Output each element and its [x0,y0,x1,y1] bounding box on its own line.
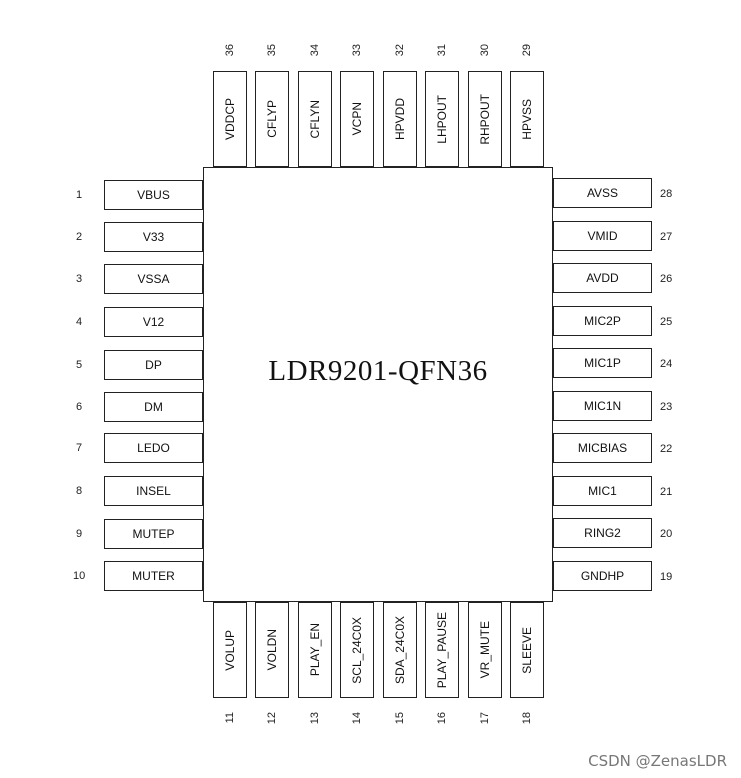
pin-number: 36 [224,44,236,57]
pin-top-29: HPVSS [510,71,544,167]
chip-title: LDR9201-QFN36 [268,355,488,387]
pin-bottom-12: VOLDN [255,602,289,698]
pin-right-27: VMID [553,221,652,251]
pin-left-10: MUTER [104,561,203,591]
pin-number: 31 [436,44,448,57]
pin-number: 13 [309,712,321,725]
pin-bottom-17: VR_MUTE [468,602,502,698]
pin-right-26: AVDD [553,263,652,293]
pin-number: 3 [76,273,83,285]
pin-top-30: RHPOUT [468,71,502,167]
chip-body [203,167,553,602]
pin-right-25: MIC2P [553,306,652,336]
pin-number: 19 [660,571,673,583]
pin-number: 22 [660,443,673,455]
pin-top-36: VDDCP [213,71,247,167]
pin-right-23: MIC1N [553,391,652,421]
pin-number: 35 [266,44,278,57]
pin-number: 7 [76,442,83,454]
pin-number: 4 [76,316,83,328]
pin-number: 1 [76,189,83,201]
pin-right-22: MICBIAS [553,433,652,463]
pin-right-19: GNDHP [553,561,652,591]
pin-number: 26 [660,273,673,285]
pin-right-24: MIC1P [553,348,652,378]
pin-number: 5 [76,359,83,371]
pin-number: 34 [309,44,321,57]
pin-number: 12 [266,712,278,725]
pin-number: 17 [479,712,491,725]
pin-top-32: HPVDD [383,71,417,167]
pin-left-5: DP [104,350,203,380]
pin-number: 10 [73,570,86,582]
pin-right-21: MIC1 [553,476,652,506]
pin-left-6: DM [104,392,203,422]
pin-left-1: VBUS [104,180,203,210]
pin-right-28: AVSS [553,178,652,208]
pin-bottom-15: SDA_24C0X [383,602,417,698]
pin-left-8: INSEL [104,476,203,506]
pin-bottom-13: PLAY_EN [298,602,332,698]
pin-top-31: LHPOUT [425,71,459,167]
pin-bottom-18: SLEEVE [510,602,544,698]
pin-number: 28 [660,188,673,200]
pin-left-3: VSSA [104,264,203,294]
pin-number: 20 [660,528,673,540]
pin-left-9: MUTEP [104,519,203,549]
pin-left-4: V12 [104,307,203,337]
pin-number: 2 [76,231,83,243]
pin-number: 23 [660,401,673,413]
pin-bottom-16: PLAY_PAUSE [425,602,459,698]
pin-number: 11 [224,712,236,724]
pin-number: 27 [660,231,673,243]
pin-number: 24 [660,358,673,370]
pin-number: 33 [351,44,363,57]
pin-number: 16 [436,712,448,725]
pin-number: 18 [521,712,533,725]
pin-number: 25 [660,316,673,328]
pin-bottom-14: SCL_24C0X [340,602,374,698]
pin-number: 32 [394,44,406,57]
pin-top-33: VCPN [340,71,374,167]
pin-number: 29 [521,44,533,57]
pin-top-34: CFLYN [298,71,332,167]
pin-left-2: V33 [104,222,203,252]
watermark: CSDN @ZenasLDR [588,752,727,770]
pin-number: 9 [76,528,83,540]
pin-left-7: LEDO [104,433,203,463]
pin-number: 6 [76,401,83,413]
pin-bottom-11: VOLUP [213,602,247,698]
pin-number: 14 [351,712,363,725]
pin-number: 15 [394,712,406,725]
pin-right-20: RING2 [553,518,652,548]
pin-top-35: CFLYP [255,71,289,167]
pin-number: 8 [76,485,83,497]
pin-number: 30 [479,44,491,57]
pin-number: 21 [660,486,673,498]
